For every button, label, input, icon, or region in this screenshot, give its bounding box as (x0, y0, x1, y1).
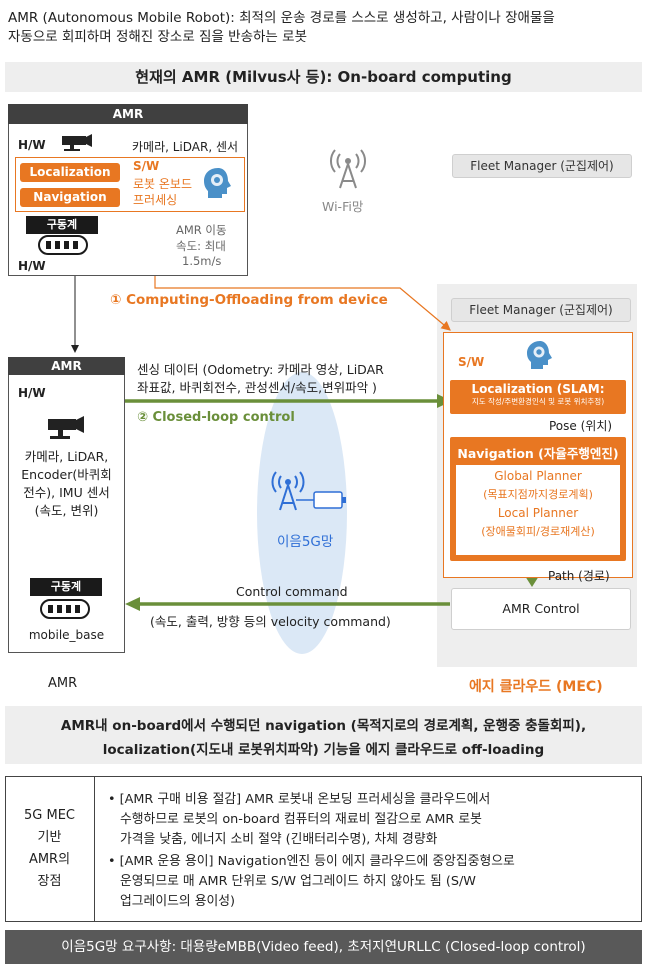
edge-navigation-title: Navigation (자율주행엔진) (457, 446, 619, 461)
edge-localization-title: Localization (SLAM: (471, 382, 605, 396)
summary-band: AMR내 on-board에서 수행되던 navigation (목적지로의 경… (5, 706, 642, 764)
control-cmd-line-1: Control command (236, 584, 348, 599)
intro-line-2: 자동으로 회피하며 정해진 장소로 짐을 반송하는 로봇 (8, 29, 307, 45)
current-amr-band: 현재의 AMR (Milvus사 등): On-board computing (5, 62, 642, 92)
5g-network-ellipse (257, 372, 347, 654)
benefit-2-line-2: 운영되므로 매 AMR 단위로 S/W 업그레이드 하지 않아도 됨 (S/W (120, 874, 476, 889)
planner-box: Global Planner (목표지점까지경로계획) Local Planne… (456, 465, 620, 555)
edge-sw: S/W (458, 355, 485, 369)
amr-control-block: AMR Control (451, 588, 631, 630)
benefits-title-2: 기반 (37, 830, 62, 845)
path-label: Path (경로) (548, 569, 610, 583)
ai-head-icon (527, 341, 552, 369)
intro-line-1: AMR (Autonomous Mobile Robot): 최적의 운송 경로… (8, 10, 555, 26)
bottom-amr-box (8, 357, 125, 653)
current-amr-title: 현재의 AMR (Milvus사 등): On-board computing (135, 68, 512, 86)
edge-cloud-label: 에지 클라우드 (MEC) (469, 679, 603, 695)
localization-block: Localization (20, 163, 120, 182)
network-label: 이음5G망 (277, 534, 334, 550)
edge-localization-block: Localization (SLAM: 지도 작성/주변환경인식 및 로봇 위치… (450, 380, 626, 414)
camera-icon (48, 416, 84, 439)
fleet-manager-top: Fleet Manager (군집제어) (452, 154, 632, 178)
wheels-icon (40, 599, 90, 619)
footer-band: 이음5G망 요구사항: 대용량eMBB(Video feed), 초저지연URL… (5, 930, 642, 964)
benefit-1-line-1: • [AMR 구매 비용 절감] AMR 로봇내 온보딩 프러세싱을 클라우드에… (108, 792, 491, 807)
top-amr-sensor-label: 카메라, LiDAR, 센서 (132, 140, 239, 154)
wifi-tower-icon (330, 149, 366, 189)
benefits-title-cell: 5G MEC 기반 AMR의 장점 (5, 776, 95, 922)
local-planner-desc: (장애물회피/경로재계산) (481, 525, 595, 538)
edge-localization-sub: 지도 작성/주변환경인식 및 로봇 위치추정) (471, 397, 605, 406)
benefits-title-1: 5G MEC (24, 808, 75, 823)
benefits-title-3: AMR의 (28, 852, 71, 867)
speed-line-1: AMR 이동 (176, 223, 227, 237)
speed-line-2: 속도: 최대 (176, 239, 226, 253)
summary-line-2: localization(지도내 로봇위치파악) 기능을 에지 클라우드로 of… (102, 742, 545, 758)
bottom-amr-header: AMR (8, 357, 125, 375)
local-planner: Local Planner (497, 506, 579, 520)
path-arrow (525, 576, 539, 587)
benefit-1-line-2: 수행하므로 로봇의 on-board 컴퓨터의 재료비 절감으로 AMR 로봇 (120, 812, 482, 827)
benefit-2-line-1: • [AMR 운용 용이] Navigation엔진 등이 에지 클라우드에 중… (108, 854, 515, 869)
control-cmd-line-2: (속도, 출력, 방향 등의 velocity command) (150, 614, 391, 629)
top-amr-sw: S/W (133, 159, 160, 173)
sensing-line-1: 센싱 데이터 (Odometry: 카메라 영상, LiDAR (137, 362, 384, 377)
top-amr-header: AMR (8, 104, 248, 124)
top-drive-label: 구동계 (26, 216, 98, 234)
global-planner: Global Planner (494, 469, 582, 483)
navigation-block: Navigation (20, 188, 120, 207)
top-amr-sw-desc-1: 로봇 온보드 (133, 177, 193, 191)
offload-label: ① Computing-Offloading from device (110, 292, 388, 308)
fleet-manager-edge: Fleet Manager (군집제어) (451, 298, 631, 322)
benefits-table (5, 776, 642, 922)
control-arrow-head (125, 597, 140, 611)
benefit-1-line-3: 가격을 낮춤, 에너지 소비 절약 (긴배터리수명), 차체 경량화 (120, 832, 438, 847)
speed-line-3: 1.5m/s (182, 254, 222, 268)
pose-label: Pose (위치) (549, 419, 613, 433)
footer-text: 이음5G망 요구사항: 대용량eMBB(Video feed), 초저지연URL… (61, 939, 586, 955)
top-amr-hw-bottom: H/W (18, 259, 46, 273)
top-amr-sw-box (15, 157, 245, 212)
sensing-line-2: 좌표값, 바퀴회전수, 관성센서/속도,변위파악 ) (137, 380, 377, 395)
bottom-sensors-1: 카메라, LiDAR, (24, 449, 109, 464)
top-amr-sw-desc-2: 프러세싱 (133, 193, 178, 207)
benefits-title-4: 장점 (37, 874, 62, 889)
mobile-base-label: mobile_base (28, 628, 105, 642)
edge-navigation-block: Navigation (자율주행엔진) Global Planner (목표지점… (450, 437, 626, 561)
bottom-sensors-2: Encoder(바퀴회 (21, 467, 112, 482)
wifi-label: Wi-Fi망 (322, 199, 364, 214)
5g-tower-icon (271, 471, 346, 511)
camera-icon (62, 134, 92, 151)
bottom-sensors-4: (속도, 변위) (34, 503, 99, 518)
ai-head-icon (204, 168, 231, 198)
global-planner-desc: (목표지점까지경로계획) (483, 488, 593, 501)
top-amr-hw-top: H/W (18, 138, 46, 152)
benefit-2-line-3: 업그레이드의 용이성) (120, 894, 236, 909)
bottom-sensors-3: 전수), IMU 센서 (23, 485, 110, 500)
closed-loop-label: ② Closed-loop control (137, 410, 295, 425)
summary-line-1: AMR내 on-board에서 수행되던 navigation (목적지로의 경… (60, 718, 587, 734)
bottom-amr-hw: H/W (18, 386, 46, 400)
bottom-amr-label: AMR (48, 676, 78, 691)
bottom-drive-label: 구동계 (30, 578, 102, 596)
wheels-icon (38, 235, 88, 255)
